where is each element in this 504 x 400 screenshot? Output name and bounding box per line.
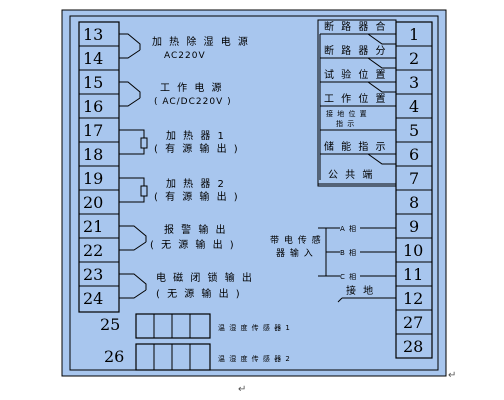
common-terminal-label: 公 共 端 (328, 168, 374, 181)
inner-frame (69, 15, 439, 371)
terminal-20: 20 (83, 193, 103, 212)
terminal-24: 24 (83, 289, 103, 308)
alarm-output: ( 无 源 输 出 ) (150, 238, 236, 251)
breaker-close-label: 断 路 器 合 (324, 20, 388, 33)
terminal-22: 22 (83, 241, 103, 260)
ground-position-label-2: 指 示 (336, 119, 355, 128)
sensor-2-connector (135, 343, 211, 371)
work-position-label: 工 作 位 置 (324, 92, 388, 105)
terminal-5: 5 (409, 121, 419, 140)
terminal-9: 9 (409, 217, 419, 236)
work-power-voltage: ( AC/DC220V ) (154, 97, 232, 107)
terminal-2: 2 (409, 49, 419, 68)
terminal-8: 8 (409, 193, 419, 212)
sensor-input-label: 带 电 传 感 (270, 234, 322, 246)
heater1-output: ( 有 源 输 出 ) (154, 142, 240, 155)
terminal-27: 27 (403, 313, 423, 332)
terminal-6: 6 (409, 145, 419, 164)
terminal-15: 15 (83, 73, 103, 92)
terminal-10: 10 (403, 241, 423, 260)
phase-c-label: C 相 (340, 272, 357, 281)
sensor-2-label: 温 湿 度 传 感 器 2 (218, 354, 291, 363)
terminal-26: 26 (104, 347, 124, 366)
paragraph-mark-bottom: ↵ (238, 384, 246, 395)
ground-position-label: 接 地 位 置 (326, 109, 368, 118)
ground-label: 接 地 (346, 284, 375, 297)
terminal-4: 4 (409, 97, 419, 116)
heater1-label: 加 热 器 1 (166, 129, 226, 142)
terminal-14: 14 (83, 49, 103, 68)
terminal-13: 13 (83, 25, 103, 44)
terminal-16: 16 (83, 97, 103, 116)
paragraph-mark-right: ↵ (448, 370, 456, 381)
terminal-28: 28 (403, 337, 423, 356)
terminal-1: 1 (409, 25, 419, 44)
terminal-3: 3 (409, 73, 419, 92)
energy-storage-label: 储 能 指 示 (324, 140, 388, 153)
right-terminal-dividers (396, 45, 432, 335)
breaker-open-label: 断 路 器 分 (324, 44, 388, 57)
sensor-1-pins (153, 314, 191, 338)
terminal-17: 17 (83, 121, 103, 140)
heater-power-label: 加 热 除 湿 电 源 (152, 35, 250, 48)
terminal-7: 7 (409, 169, 419, 188)
heater-power-voltage: AC220V (164, 51, 206, 61)
sensor-1-label: 温 湿 度 传 感 器 1 (218, 323, 291, 332)
sensor-1-connector (135, 313, 211, 339)
lock-label: 电 磁 闭 锁 输 出 (156, 271, 254, 284)
sensor-input-label-2: 器 输 入 (276, 247, 314, 259)
sensor-2-pins (153, 344, 191, 370)
phase-a-label: A 相 (340, 224, 357, 233)
terminal-21: 21 (83, 217, 103, 236)
terminal-25: 25 (100, 315, 120, 334)
phase-b-label: B 相 (340, 248, 357, 257)
lock-output: ( 无 源 输 出 ) (156, 287, 242, 300)
left-terminal-column (78, 21, 120, 313)
work-power-label: 工 作 电 源 (160, 81, 224, 94)
left-wiring (119, 33, 148, 299)
terminal-11: 11 (403, 265, 423, 284)
heater2-label: 加 热 器 2 (166, 177, 226, 190)
alarm-label: 报 警 输 出 (164, 223, 228, 236)
heater2-output: ( 有 源 输 出 ) (154, 190, 240, 203)
terminal-12: 12 (403, 289, 423, 308)
status-contact-block (317, 19, 397, 187)
terminal-18: 18 (83, 145, 103, 164)
test-position-label: 试 验 位 置 (324, 68, 388, 81)
sensor-wiring (318, 227, 396, 303)
diagram-panel (61, 9, 447, 377)
terminal-19: 19 (83, 169, 103, 188)
terminal-23: 23 (83, 265, 103, 284)
left-terminal-dividers (79, 45, 119, 287)
